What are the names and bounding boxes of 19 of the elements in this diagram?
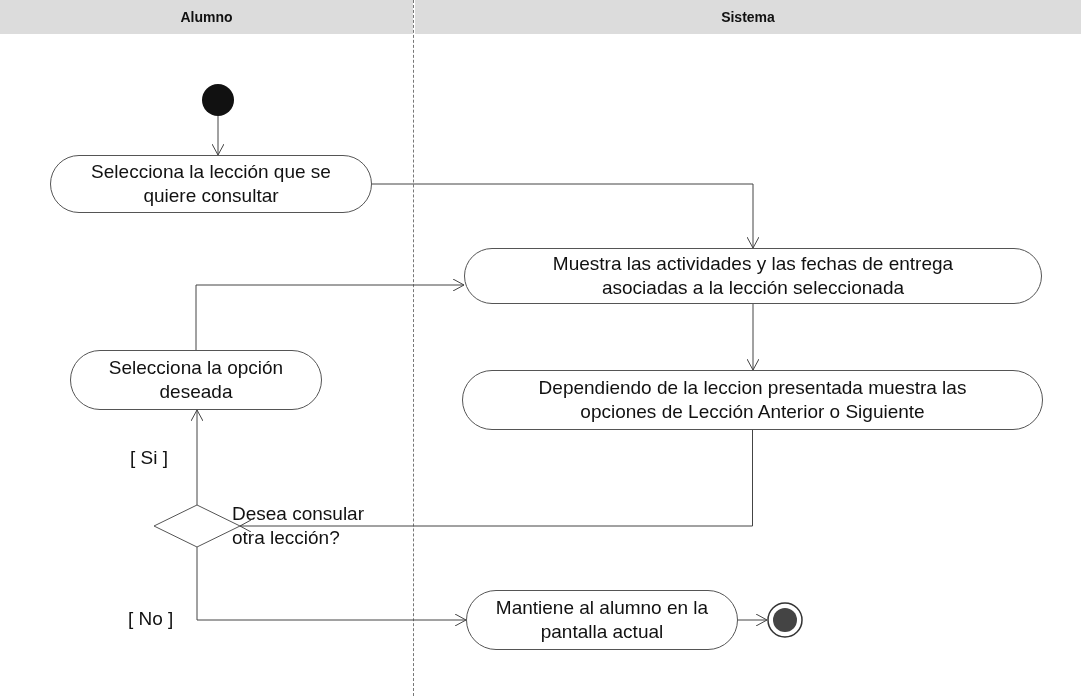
lane-header: Sistema bbox=[415, 0, 1081, 34]
swimlane bbox=[0, 0, 414, 696]
arrow bbox=[196, 546, 467, 627]
decision-label: Desea consular otra lección? bbox=[232, 502, 366, 550]
activity-box: Selecciona la opción deseada bbox=[70, 350, 322, 410]
start-node bbox=[202, 84, 234, 116]
activity-box: Muestra las actividades y las fechas de entrega asociadas a la lección seleccionada bbox=[464, 248, 1042, 304]
arrow bbox=[371, 183, 760, 249]
arrow bbox=[195, 278, 465, 351]
activity-box: Selecciona la lección que se quiere consultar bbox=[50, 155, 372, 213]
activity-box: Dependiendo de la leccion presentada muestra las opciones de Lección Anterior o Siguiente bbox=[462, 370, 1043, 430]
arrow bbox=[239, 429, 753, 533]
lane-header: Alumno bbox=[0, 0, 413, 34]
activity-box: Mantiene al alumno en la pantalla actual bbox=[466, 590, 738, 650]
arrow bbox=[211, 115, 225, 156]
arrow bbox=[746, 303, 760, 371]
end-node bbox=[767, 602, 803, 638]
arrow bbox=[737, 613, 768, 627]
arrow bbox=[190, 409, 204, 506]
